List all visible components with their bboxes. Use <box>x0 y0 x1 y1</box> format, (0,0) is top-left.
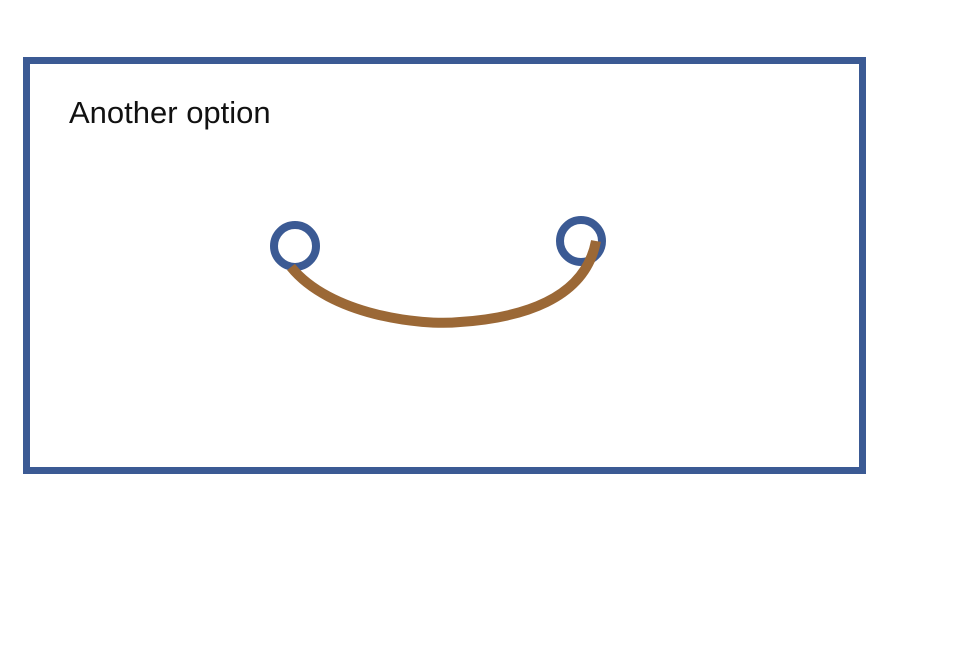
left-ring <box>270 221 320 271</box>
connector-arc <box>287 239 601 328</box>
right-ring <box>556 216 606 266</box>
diagram-frame <box>23 57 866 474</box>
diagram-title: Another option <box>69 95 271 130</box>
